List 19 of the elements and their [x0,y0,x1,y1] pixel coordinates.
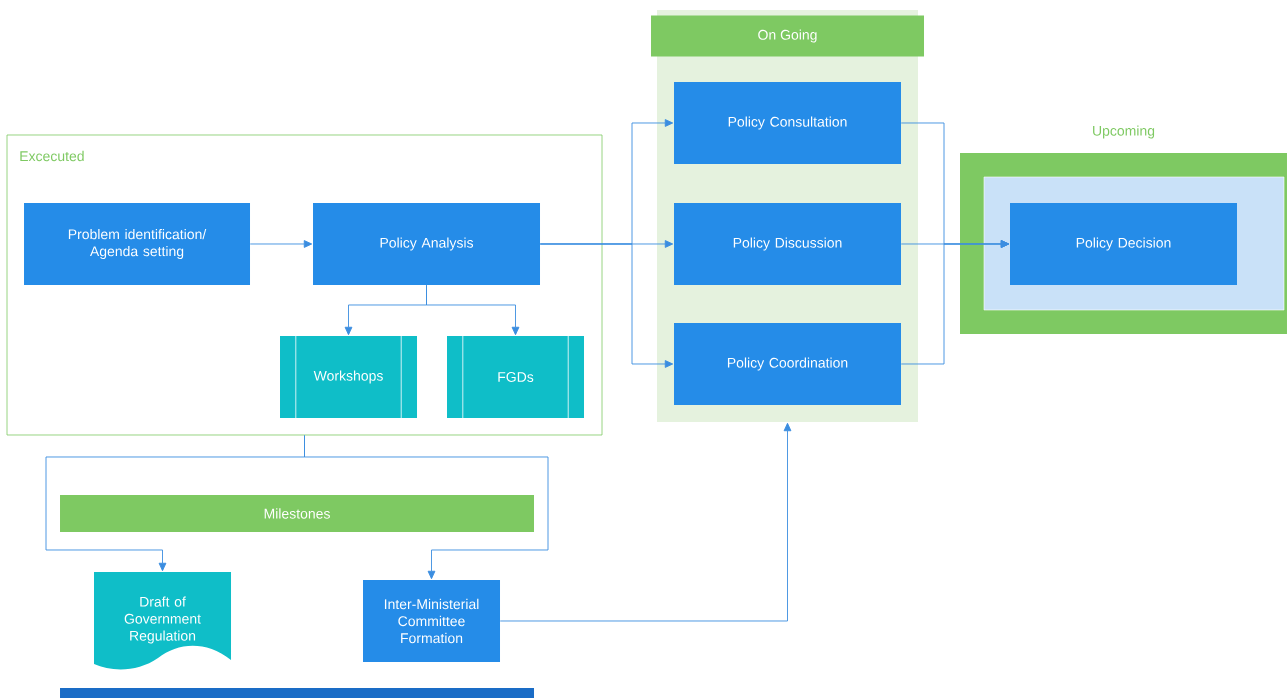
subprocess-box: FGDs [447,335,584,419]
header-band: Milestones [60,495,534,532]
arrow [539,243,674,368]
process-box: Policy Consultation [674,82,901,164]
subprocess-box: Workshops [280,335,417,419]
arrow [499,422,792,622]
arrow [249,240,313,248]
process-box: Policy Decision [1010,203,1237,285]
process-box: Policy Analysis [313,203,540,285]
arrow [900,240,1010,365]
arrow [304,434,549,580]
arrow [426,284,520,336]
process-box: Problem identification/ Agenda setting [24,203,250,285]
header-band: On Going [651,15,924,57]
frame-heading: Excecuted [20,150,84,162]
process-box: Policy Discussion [674,203,901,285]
process-box: Policy Coordination [674,323,901,405]
process-box: Inter-Ministerial Committee Formation [363,580,500,662]
frame-heading: Upcoming [1093,125,1155,139]
